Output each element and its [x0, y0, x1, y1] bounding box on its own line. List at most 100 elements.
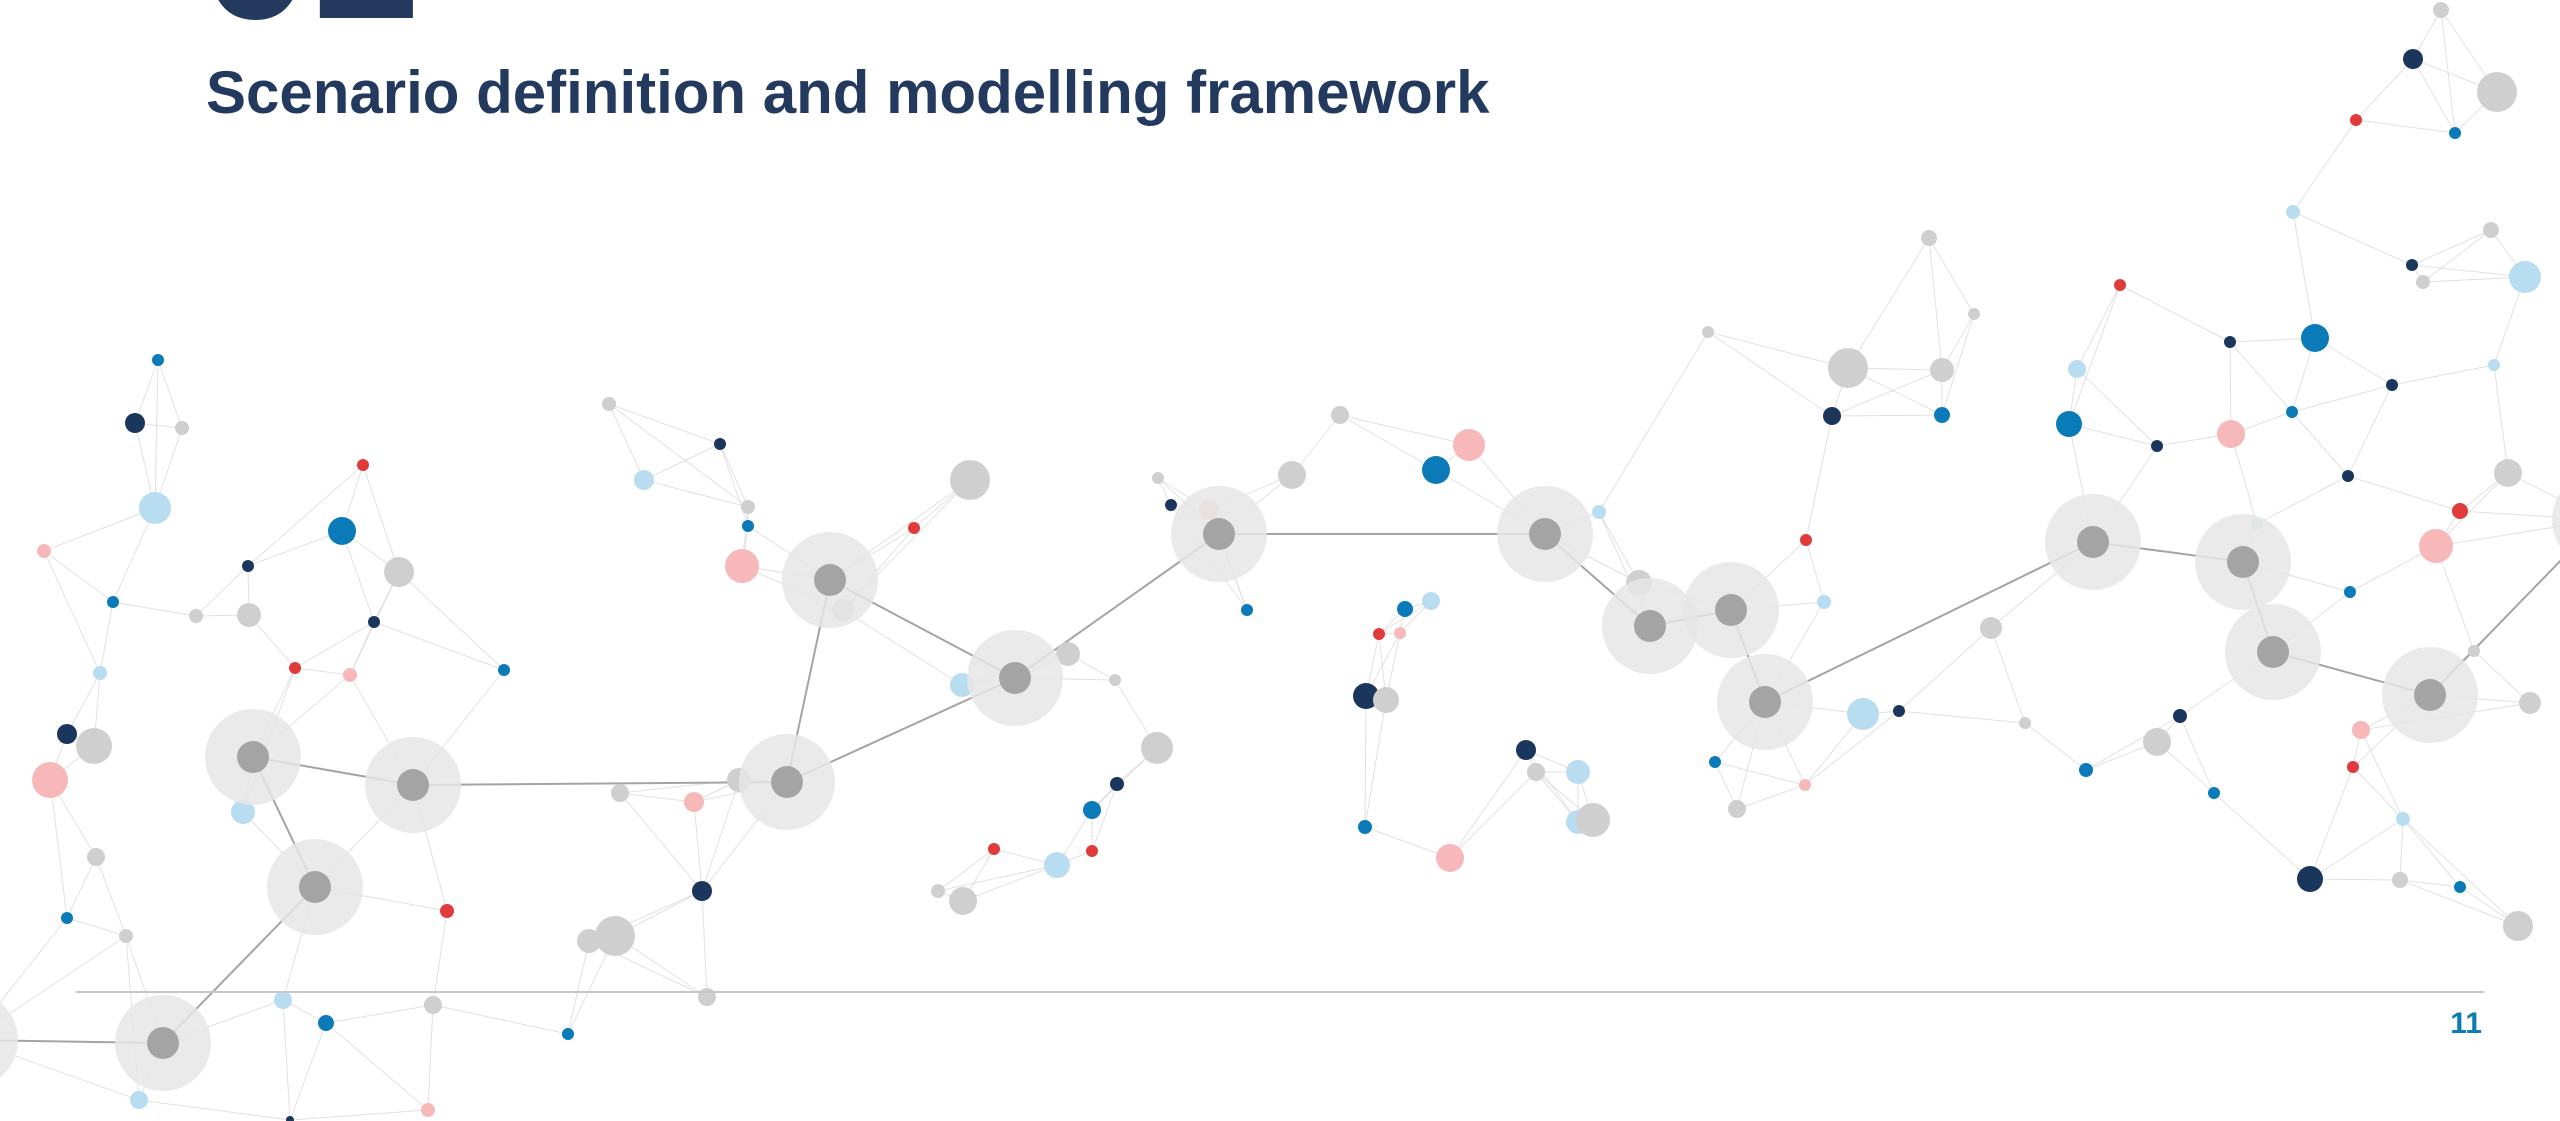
network-dot [1422, 456, 1450, 484]
network-accent-dots [32, 2, 2541, 1121]
hub-node [147, 1027, 179, 1059]
faint-link [134, 359, 159, 424]
network-dot [1702, 326, 1714, 338]
network-dot [76, 728, 112, 764]
network-dot [2173, 709, 2187, 723]
faint-link [2230, 433, 2258, 525]
network-dot [2386, 379, 2398, 391]
network-dot [1056, 642, 1080, 666]
network-dot [2056, 411, 2082, 437]
faint-link [427, 1004, 434, 1111]
faint-link [325, 1022, 429, 1111]
hub-node [2257, 636, 2289, 668]
faint-link [2355, 58, 2414, 121]
faint-link [2179, 715, 2215, 794]
network-dot [2347, 761, 2359, 773]
faint-link [2076, 284, 2121, 370]
network-dot [189, 609, 203, 623]
faint-link [2391, 364, 2495, 386]
faint-link [693, 801, 703, 892]
section-number: 01 [200, 0, 418, 50]
network-dot [2494, 459, 2522, 487]
faint-link [2355, 119, 2456, 134]
faint-link [1831, 414, 1943, 417]
faint-link [1364, 699, 1387, 828]
faint-link [842, 609, 963, 686]
network-dot [2416, 275, 2430, 289]
footer-rule [76, 991, 2484, 993]
faint-link [1805, 415, 1833, 541]
faint-link [373, 621, 505, 671]
faint-link [2291, 411, 2349, 477]
network-dot [2208, 787, 2220, 799]
faint-link [719, 443, 749, 527]
network-dot [714, 438, 726, 450]
faint-link [282, 999, 291, 1121]
faint-link [2402, 818, 2461, 888]
network-dot [2217, 420, 2245, 448]
network-dot [2151, 440, 2163, 452]
network-dot [1592, 505, 1606, 519]
faint-link [1364, 826, 1451, 859]
faint-link [2493, 364, 2509, 474]
faint-link [2399, 879, 2461, 888]
network-dot [130, 1091, 148, 1109]
faint-link [112, 507, 156, 603]
network-dot [2286, 406, 2298, 418]
network-dot [741, 500, 755, 514]
network-dot [602, 397, 616, 411]
faint-link [1847, 237, 1930, 369]
network-faint-links [0, 9, 2560, 1121]
network-dot [498, 664, 510, 676]
faint-link [1928, 237, 1975, 315]
faint-link [2440, 9, 2456, 134]
network-dot [577, 929, 601, 953]
network-dot [2396, 812, 2410, 826]
faint-link [0, 1050, 140, 1101]
faint-link [567, 940, 590, 1035]
network-dot [1394, 627, 1406, 639]
network-dot [595, 916, 635, 956]
faint-link [43, 550, 114, 603]
faint-link [1990, 627, 2026, 724]
network-hub-nodes [0, 486, 2560, 1091]
faint-link [1804, 710, 1900, 786]
faint-link [2435, 545, 2475, 652]
network-dot [1799, 779, 1811, 791]
network-dot [725, 549, 759, 583]
network-dot [2488, 359, 2500, 371]
faint-link [2256, 475, 2349, 525]
faint-link [1736, 784, 1806, 810]
faint-link [608, 403, 721, 445]
faint-link [608, 403, 645, 481]
faint-link [1714, 761, 1806, 786]
faint-link [2085, 715, 2181, 771]
network-dot [2403, 49, 2423, 69]
network-dot [289, 662, 301, 674]
network-dot [1800, 534, 1812, 546]
faint-link [2411, 264, 2526, 278]
network-dot [1044, 852, 1070, 878]
faint-link [2292, 119, 2357, 213]
network-dot [237, 603, 261, 627]
faint-link [2399, 879, 2519, 927]
network-dot [1436, 844, 1464, 872]
network-dot [562, 1028, 574, 1040]
slide-title: Scenario definition and modelling framew… [206, 59, 1490, 126]
faint-link [398, 571, 505, 671]
network-dot [2483, 222, 2499, 238]
faint-link [2068, 284, 2121, 425]
hub-node [2414, 679, 2446, 711]
network-dot [1576, 803, 1610, 837]
faint-link [2309, 766, 2354, 880]
network-dot [1817, 595, 1831, 609]
network-dot [37, 544, 51, 558]
network-dot [908, 522, 920, 534]
network-dot [125, 413, 145, 433]
network-dot [2468, 645, 2480, 657]
faint-link [1707, 331, 1833, 417]
faint-link [49, 779, 68, 919]
hub-node [999, 662, 1031, 694]
hub-node [2227, 546, 2259, 578]
